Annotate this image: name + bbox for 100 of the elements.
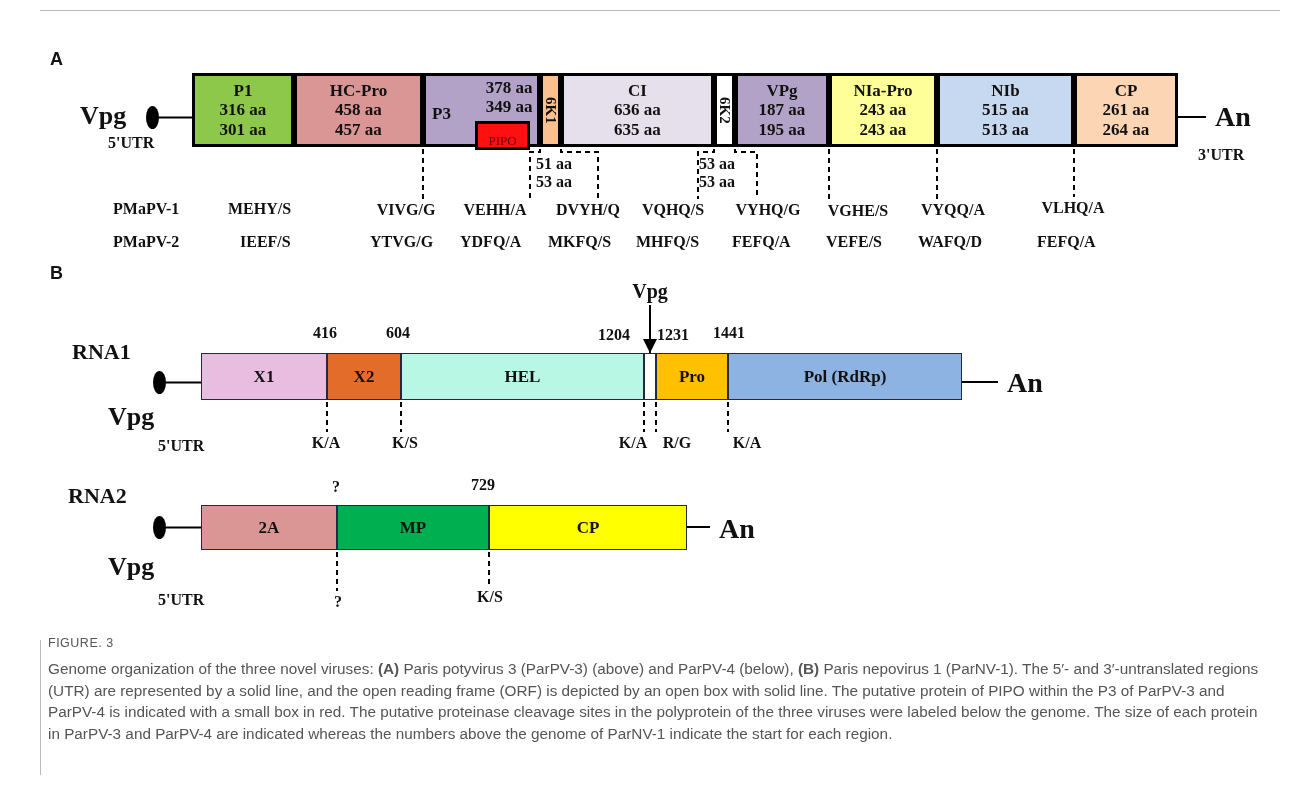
virus-name: PMaPV-2 bbox=[113, 233, 180, 251]
segment-name: RNA2 bbox=[68, 484, 127, 509]
cleavage-site-line bbox=[643, 401, 645, 433]
cleavage-site: MEHY/S bbox=[228, 200, 292, 218]
protein-name: CP bbox=[1114, 81, 1138, 101]
vpg-label: Vpg bbox=[108, 403, 156, 432]
protein-size: 243 aa 243 aa bbox=[858, 100, 908, 139]
cleavage-site: VQHQ/S bbox=[633, 200, 713, 220]
cleavage-site: WAFQ/D bbox=[918, 233, 982, 251]
unknown-site-mark: ? bbox=[332, 478, 340, 496]
protein-name: CI bbox=[628, 81, 647, 101]
protein-name: Pol (RdRp) bbox=[803, 367, 887, 386]
protein-size: 316 aa 301 aa bbox=[218, 100, 268, 139]
protein-name: X2 bbox=[353, 367, 375, 386]
figure-caption: Genome organization of the three novel viruses: (A) Paris potyvirus 3 (ParPV-3) (above) and ParPV-4 (below), (B) Paris nepovirus 1 (ParNV-1). The 5′- and 3′-untranslated regions (UTR) are represented by a solid line, and the open reading frame (ORF) is depicted by an open box with solid line. The putative protein of PIPO within the P3 of ParPV-3 and ParPV-4 is indicated with a small box in red. The putative proteinase cleavage sites in the polyprotein of the three viruses were labeled below the genome. The size of each protein in ParPV-3 and ParPV-4 are indicated whereas the numbers above the genome of ParNV-1 indicate the start for each region. bbox=[48, 659, 1260, 744]
protein-name: 2A bbox=[258, 518, 280, 537]
vpg-label: Vpg bbox=[628, 279, 672, 303]
cleavage-site-line bbox=[560, 148, 599, 200]
protein-size: 187 aa 195 aa bbox=[757, 100, 807, 139]
cap-dot bbox=[153, 371, 166, 394]
unknown-site-mark: ? bbox=[328, 592, 348, 612]
position-number: 1204 bbox=[598, 326, 630, 344]
cap-dot bbox=[146, 106, 159, 129]
position-number: 1441 bbox=[713, 324, 745, 342]
protein-segment bbox=[728, 353, 962, 400]
cleavage-site-line bbox=[697, 148, 715, 200]
protein-segment bbox=[656, 353, 728, 400]
cleavage-site: YTVG/G bbox=[370, 233, 434, 251]
cleavage-site: VLHQ/A bbox=[1032, 198, 1114, 218]
cleavage-site: R/G bbox=[656, 433, 698, 453]
utr-line bbox=[158, 116, 193, 119]
panel-letter: B bbox=[50, 264, 63, 284]
segment-name: RNA1 bbox=[72, 340, 131, 365]
protein-size: 636 aa 635 aa bbox=[613, 100, 662, 139]
protein-size: 51 aa 53 aa bbox=[536, 155, 573, 191]
cleavage-site-line bbox=[336, 551, 338, 592]
cleavage-site: FEFQ/A bbox=[732, 233, 791, 251]
figure-title: FIGURE. 3 bbox=[48, 636, 114, 650]
cleavage-site: YDFQ/A bbox=[460, 233, 522, 251]
vpg-label: Vpg bbox=[108, 553, 156, 582]
protein-name: VPg bbox=[766, 81, 798, 101]
cleavage-site-line bbox=[828, 148, 830, 201]
position-number: 729 bbox=[471, 476, 495, 494]
protein-segment bbox=[714, 73, 735, 147]
protein-name: 6K2 bbox=[716, 96, 733, 124]
panel-letter: A bbox=[50, 50, 63, 70]
cleavage-site: K/A bbox=[305, 433, 347, 453]
protein-segment bbox=[540, 73, 561, 147]
cleavage-site: VEFE/S bbox=[826, 233, 882, 251]
protein-segment bbox=[735, 73, 829, 147]
protein-size: 515 aa 513 aa bbox=[981, 100, 1030, 139]
poly-a-label: An bbox=[1206, 98, 1260, 136]
position-number: 604 bbox=[386, 324, 410, 342]
cleavage-site-line bbox=[400, 401, 402, 433]
protein-name: Pro bbox=[678, 367, 706, 386]
cleavage-site-line bbox=[529, 148, 541, 200]
utr-line bbox=[165, 526, 202, 529]
protein-segment bbox=[201, 353, 327, 400]
arrow bbox=[643, 304, 657, 354]
protein-name: NIa-Pro bbox=[853, 81, 913, 101]
protein-name: NIb bbox=[991, 81, 1020, 101]
utr-line bbox=[961, 381, 999, 383]
cleavage-site: K/A bbox=[726, 433, 768, 453]
cleavage-site: IEEF/S bbox=[240, 233, 291, 251]
position-number: 1231 bbox=[657, 326, 689, 344]
cleavage-site: K/A bbox=[612, 433, 654, 453]
utr-line bbox=[165, 381, 202, 384]
protein-segment bbox=[1074, 73, 1178, 147]
protein-name: MP bbox=[399, 518, 427, 537]
virus-name: PMaPV-1 bbox=[113, 200, 180, 218]
cap-dot bbox=[153, 516, 166, 539]
protein-segment bbox=[192, 73, 294, 147]
cleavage-site: VYQQ/A bbox=[912, 200, 994, 220]
cleavage-site-line bbox=[655, 401, 657, 433]
protein-name: HEL bbox=[504, 367, 541, 386]
protein-segment bbox=[489, 505, 687, 550]
protein-size: 458 aa 457 aa bbox=[334, 100, 383, 139]
protein-size: 53 aa 53 aa bbox=[699, 155, 736, 191]
utr-line bbox=[686, 526, 711, 528]
protein-name: HC-Pro bbox=[329, 81, 388, 101]
protein-name: P3 bbox=[432, 104, 451, 124]
protein-name: X1 bbox=[253, 367, 275, 386]
protein-segment bbox=[201, 505, 337, 550]
cleavage-site-line bbox=[422, 148, 424, 200]
cleavage-site: VGHE/S bbox=[820, 201, 896, 221]
poly-a-label: An bbox=[998, 365, 1052, 401]
cleavage-site-line bbox=[727, 401, 729, 433]
cleavage-site: DVYH/Q bbox=[545, 200, 631, 220]
pipo-box bbox=[475, 121, 530, 150]
cleavage-site: K/S bbox=[469, 587, 511, 607]
protein-segment bbox=[337, 505, 489, 550]
protein-segment bbox=[423, 73, 540, 147]
protein-name: 6K1 bbox=[542, 96, 559, 124]
protein-segment bbox=[829, 73, 937, 147]
cleavage-site: MHFQ/S bbox=[636, 233, 700, 251]
protein-size: 378 aa 349 aa bbox=[484, 78, 534, 117]
protein-segment bbox=[294, 73, 423, 147]
protein-name: CP bbox=[576, 518, 600, 537]
cleavage-site-line bbox=[936, 148, 938, 200]
cleavage-site: MKFQ/S bbox=[548, 233, 612, 251]
